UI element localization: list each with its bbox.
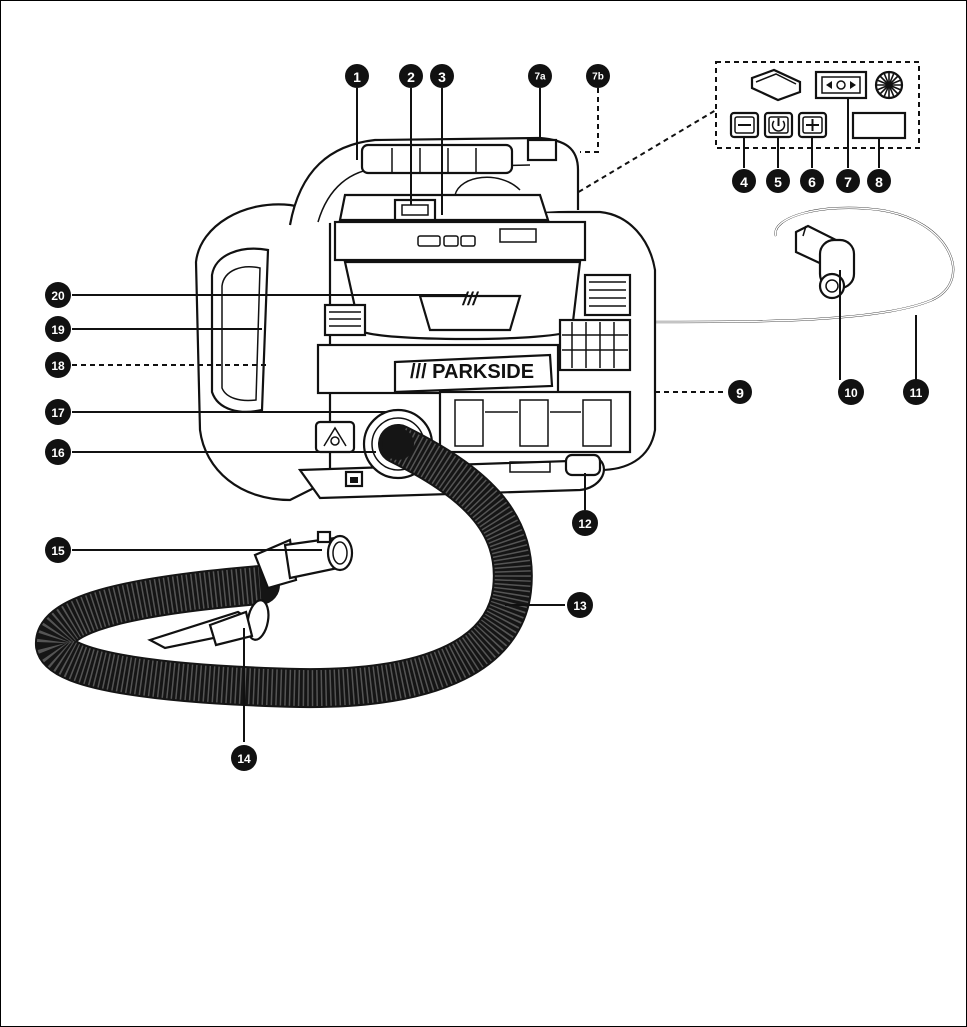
callout-10: 10: [838, 379, 864, 405]
svg-text:12: 12: [578, 517, 592, 531]
svg-text:9: 9: [736, 385, 744, 401]
callout-16: 16: [45, 439, 71, 465]
display-icon: [851, 111, 907, 140]
hook-icon: [314, 420, 356, 454]
callout-20: 20: [45, 282, 71, 308]
svg-text:19: 19: [51, 323, 65, 337]
svg-text:17: 17: [51, 406, 65, 420]
callout-15: 15: [45, 537, 71, 563]
inset-border: [715, 61, 920, 149]
wide-nozzle: [147, 599, 270, 650]
inset-leader: [539, 109, 717, 216]
callout-7b: 7b: [586, 64, 610, 88]
svg-text:20: 20: [51, 289, 65, 303]
adapter-nozzle: [253, 530, 354, 590]
callout-11: 11: [903, 379, 929, 405]
svg-text:5: 5: [774, 174, 782, 190]
leader-lines: [72, 88, 917, 742]
callout-8: 8: [867, 169, 891, 193]
svg-text:6: 6: [808, 174, 816, 190]
flat-nozzle-icon: [750, 68, 802, 102]
svg-text:18: 18: [51, 359, 65, 373]
air-vent-left: [323, 303, 367, 337]
svg-text:13: 13: [573, 599, 587, 613]
power-icon: [763, 111, 794, 139]
callout-7: 7: [836, 169, 860, 193]
callout-19: 19: [45, 316, 71, 342]
callout-3: 3: [430, 64, 454, 88]
mode-arrows-icon: [814, 70, 868, 100]
svg-text:7a: 7a: [534, 72, 546, 83]
minus-icon: [729, 111, 760, 139]
brand-logo: /// PARKSIDE: [410, 361, 534, 383]
svg-text:11: 11: [910, 386, 923, 400]
air-vent-right: [558, 273, 632, 372]
callout-12: 12: [572, 510, 598, 536]
callout-1: 1: [345, 64, 369, 88]
hose: [35, 424, 533, 709]
callout-9: 9: [728, 380, 752, 404]
car-plug: [794, 224, 856, 300]
svg-text:15: 15: [51, 544, 65, 558]
svg-text:7: 7: [844, 174, 852, 190]
svg-text:10: 10: [844, 386, 858, 400]
callout-7a: 7a: [528, 64, 552, 88]
callout-5: 5: [766, 169, 790, 193]
svg-text:2: 2: [407, 69, 415, 85]
svg-text:1: 1: [353, 69, 361, 85]
callout-17: 17: [45, 399, 71, 425]
control-panel-inset: [715, 61, 920, 168]
callout-13: 13: [567, 592, 593, 618]
svg-text:3: 3: [438, 69, 446, 85]
power-cord: [654, 206, 955, 324]
svg-text:7b: 7b: [592, 72, 604, 83]
callouts: 1 2 3 7a 7b 4 5 6 7 8 20 19 18 9 10 11 1…: [45, 64, 929, 771]
svg-text:8: 8: [875, 174, 883, 190]
plus-icon: [797, 111, 828, 139]
svg-text:14: 14: [237, 752, 251, 766]
lock-icon: [344, 470, 364, 488]
callout-6: 6: [800, 169, 824, 193]
callout-4: 4: [732, 169, 756, 193]
lid-logo-marks: ///: [461, 289, 479, 309]
svg-text:16: 16: [51, 446, 65, 460]
callout-14: 14: [231, 745, 257, 771]
fan-icon: [874, 70, 904, 100]
callout-18: 18: [45, 352, 71, 378]
callout-2: 2: [399, 64, 423, 88]
svg-text:4: 4: [740, 174, 748, 190]
